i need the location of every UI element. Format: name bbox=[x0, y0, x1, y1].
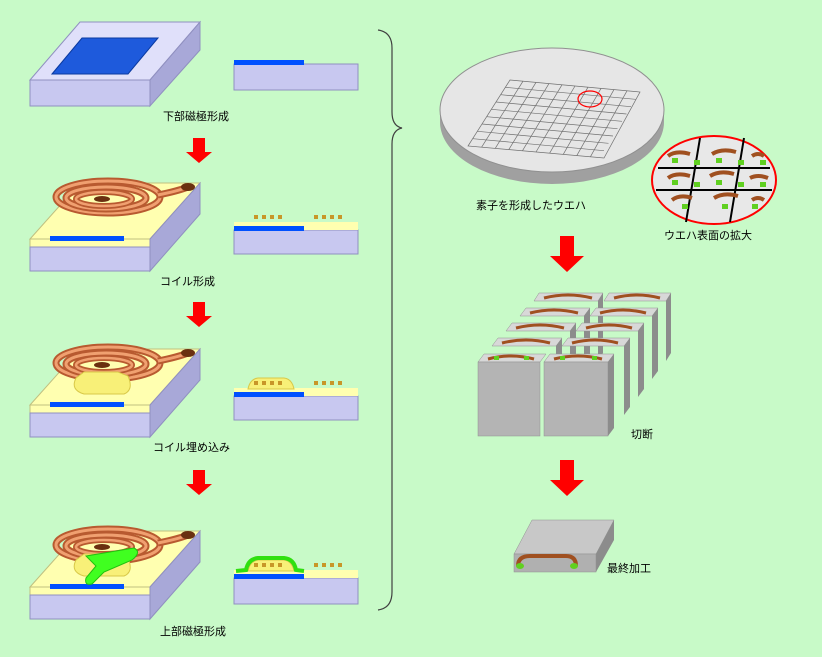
step3-cross-section bbox=[233, 377, 359, 421]
step-label: 下部磁極形成 bbox=[163, 110, 229, 123]
wafer-die-grid bbox=[467, 79, 641, 159]
wafer bbox=[439, 47, 665, 184]
arrow-down-icon bbox=[550, 236, 584, 272]
step2-3d-block bbox=[28, 181, 202, 273]
wafer-label: 素子を形成したウエハ bbox=[476, 199, 586, 212]
arrow-down-icon bbox=[186, 138, 212, 163]
final-label: 最終加工 bbox=[607, 562, 651, 575]
arrow-down-icon bbox=[186, 302, 212, 327]
zoom-marker-circle bbox=[577, 90, 603, 108]
curly-brace bbox=[377, 29, 403, 611]
arrow-down-icon bbox=[186, 470, 212, 495]
step4-3d-block bbox=[28, 529, 202, 621]
step-label: 上部磁極形成 bbox=[160, 625, 226, 638]
step-label: コイル埋め込み bbox=[153, 441, 230, 454]
cut-label: 切断 bbox=[631, 428, 653, 441]
step3-3d-block bbox=[28, 347, 202, 439]
final-slider bbox=[513, 519, 615, 573]
zoom-label: ウエハ表面の拡大 bbox=[664, 229, 752, 242]
step2-cross-section bbox=[233, 215, 359, 255]
arrow-down-icon bbox=[550, 460, 584, 496]
step1-cross-section bbox=[233, 60, 359, 91]
step-label: コイル形成 bbox=[160, 275, 215, 288]
wafer-zoom bbox=[651, 135, 777, 225]
step4-cross-section bbox=[233, 556, 359, 605]
cut-blocks bbox=[477, 292, 672, 437]
step1-3d-block bbox=[28, 20, 202, 108]
